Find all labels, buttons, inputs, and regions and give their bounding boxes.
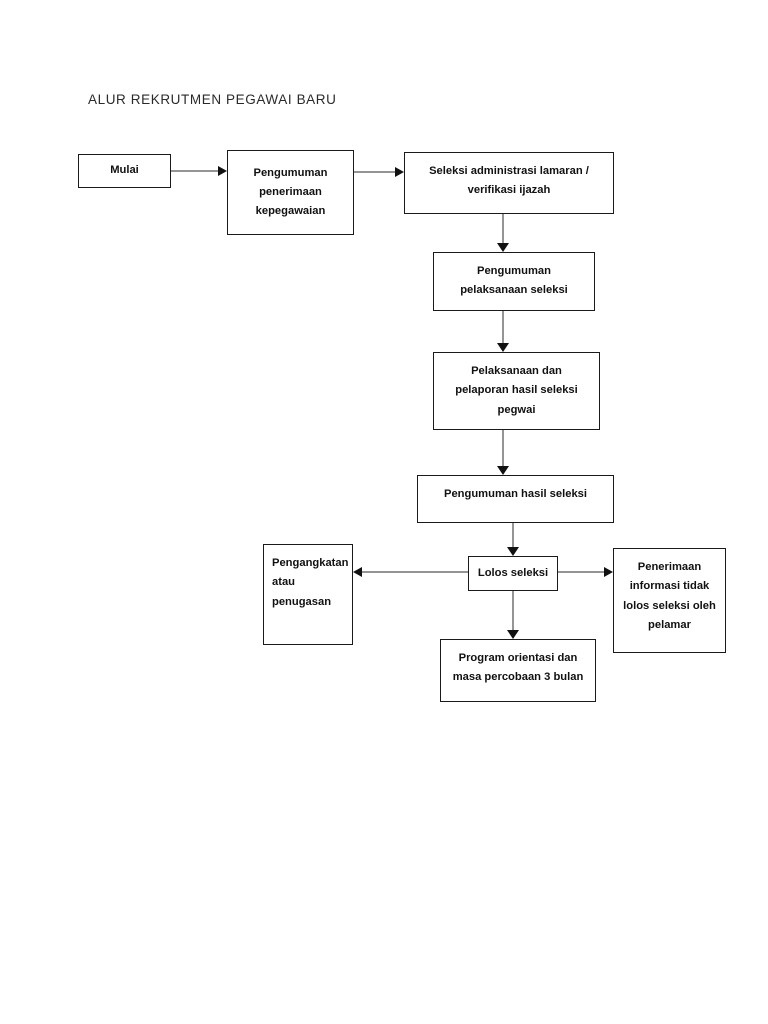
node-pengumuman-penerimaan-kepegawaian[interactable]: Pengumuman penerimaan kepegawaian	[227, 150, 354, 235]
node-penerimaan-informasi-tidak-lolos[interactable]: Penerimaan informasi tidak lolos seleksi…	[613, 548, 726, 653]
edge-pengumuman-pelaksanaan-to-pelaksanaan	[497, 311, 509, 352]
node-pengumuman-pelaksanaan-seleksi-label: Pengumuman pelaksanaan seleksi	[460, 265, 568, 297]
node-penerimaan-informasi-tidak-lolos-label: Penerimaan informasi tidak lolos seleksi…	[623, 561, 716, 631]
node-lolos-seleksi-label: Lolos seleksi	[477, 566, 549, 579]
edge-seleksi-administrasi-to-pengumuman-pelaksanaan	[497, 214, 509, 252]
node-pengumuman-hasil-seleksi-label: Pengumuman hasil seleksi	[443, 488, 587, 500]
node-seleksi-administrasi-lamaran-label: Seleksi administrasi lamaran / verifikas…	[429, 165, 589, 197]
node-lolos-seleksi[interactable]: Lolos seleksi	[468, 556, 558, 591]
node-pelaksanaan-pelaporan-hasil-seleksi[interactable]: Pelaksanaan dan pelaporan hasil seleksi …	[433, 352, 600, 430]
node-pengumuman-penerimaan-kepegawaian-label: Pengumuman penerimaan kepegawaian	[253, 166, 328, 218]
edge-pelaksanaan-to-pengumuman-hasil	[497, 430, 509, 475]
node-program-orientasi-masa-percobaan-label: Program orientasi dan masa percobaan 3 b…	[452, 652, 584, 684]
node-program-orientasi-masa-percobaan[interactable]: Program orientasi dan masa percobaan 3 b…	[440, 639, 596, 702]
edge-lolos-seleksi-to-program-orientasi	[507, 591, 519, 639]
node-mulai[interactable]: Mulai	[78, 154, 171, 188]
edge-lolos-seleksi-to-pengangkatan	[353, 567, 468, 577]
node-pengumuman-pelaksanaan-seleksi[interactable]: Pengumuman pelaksanaan seleksi	[433, 252, 595, 311]
edge-pengumuman-to-seleksi-administrasi	[354, 167, 404, 177]
node-pengangkatan-atau-penugasan-label: Pengangkatan atau penugasan	[272, 557, 349, 608]
node-pengangkatan-atau-penugasan[interactable]: Pengangkatan atau penugasan	[263, 544, 353, 645]
node-pengumuman-hasil-seleksi[interactable]: Pengumuman hasil seleksi	[417, 475, 614, 523]
edge-pengumuman-hasil-to-lolos-seleksi	[507, 523, 519, 556]
edge-mulai-to-pengumuman	[171, 166, 227, 176]
node-pelaksanaan-pelaporan-hasil-seleksi-label: Pelaksanaan dan pelaporan hasil seleksi …	[455, 365, 578, 416]
edge-lolos-seleksi-to-penerimaan-informasi	[558, 567, 613, 577]
node-seleksi-administrasi-lamaran[interactable]: Seleksi administrasi lamaran / verifikas…	[404, 152, 614, 214]
node-mulai-label: Mulai	[110, 164, 139, 177]
page-title: ALUR REKRUTMEN PEGAWAI BARU	[88, 92, 337, 107]
